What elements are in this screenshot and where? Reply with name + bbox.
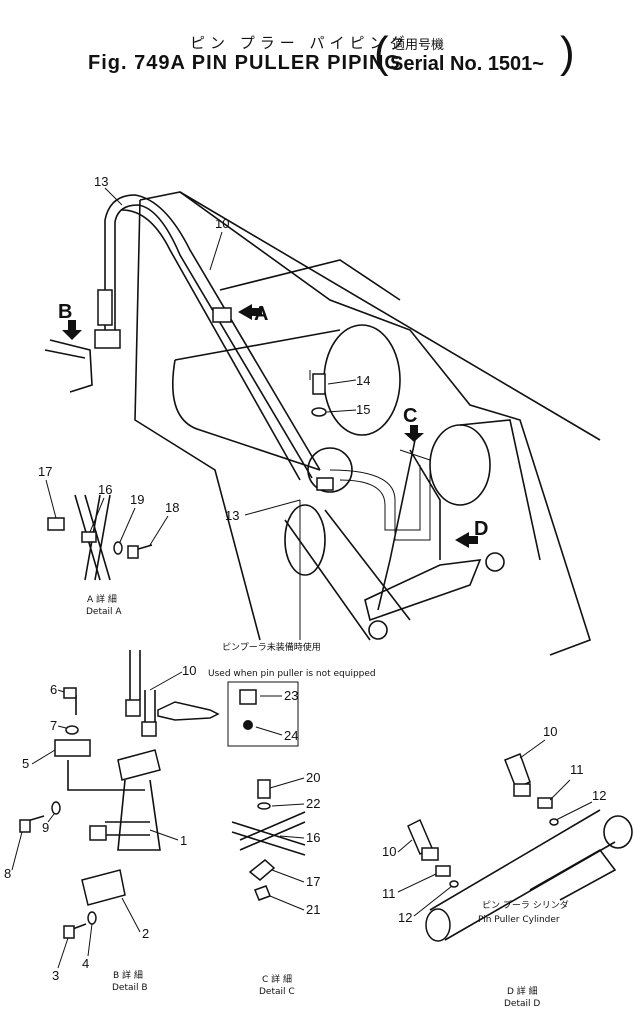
detail-a-caption-jp: A 詳 細 xyxy=(87,593,117,605)
arrow-d-icon xyxy=(455,532,478,548)
serial-number: Serial No. 1501~ xyxy=(390,53,544,75)
not-equipped-box xyxy=(227,681,299,747)
plug-part xyxy=(243,720,253,730)
serial-japanese: 適用号機 xyxy=(392,38,445,53)
detail-d-caption: Detail D xyxy=(504,999,540,1009)
callout-23: 23 xyxy=(284,688,298,703)
callout-9: 9 xyxy=(42,820,49,835)
detail-b xyxy=(19,650,220,939)
callout-12-detail-d-bottom: 12 xyxy=(398,910,412,925)
detail-d-caption-jp: D 詳 細 xyxy=(507,985,538,997)
view-arrows xyxy=(62,304,478,548)
detail-c-caption-jp: C 詳 細 xyxy=(262,973,292,985)
view-label-d: D xyxy=(474,518,488,540)
callout-16-detail-a: 16 xyxy=(98,482,112,497)
view-label-a: A xyxy=(254,303,268,325)
callout-19: 19 xyxy=(130,492,144,507)
boom-structure xyxy=(134,191,601,656)
cylinder-label: Pin Puller Cylinder xyxy=(478,915,560,925)
callout-1: 1 xyxy=(180,833,187,848)
callout-11-detail-d-top: 11 xyxy=(570,762,584,777)
callout-22: 22 xyxy=(306,796,320,811)
detail-b-caption-jp: B 詳 細 xyxy=(113,969,143,981)
callout-3: 3 xyxy=(52,968,59,983)
callout-6: 6 xyxy=(50,682,57,697)
callout-8: 8 xyxy=(4,866,11,881)
detail-d xyxy=(407,753,633,942)
callout-10-top: 10 xyxy=(215,216,229,231)
title-japanese: ピン プラー パイピング xyxy=(190,34,410,52)
callout-10-detail-d-top: 10 xyxy=(543,724,557,739)
arrow-a-icon xyxy=(238,304,262,320)
left-paren: ( xyxy=(374,28,389,77)
arrow-b-icon xyxy=(62,320,82,340)
detail-c xyxy=(231,779,306,901)
not-equipped-note: Used when pin puller is not equipped xyxy=(208,669,376,679)
callout-24: 24 xyxy=(284,728,298,743)
callout-18: 18 xyxy=(165,500,179,515)
callout-10-detail-b: 10 xyxy=(182,663,196,678)
page-title: Fig. 749A PIN PULLER PIPING xyxy=(88,52,401,74)
callout-7: 7 xyxy=(50,718,57,733)
callout-4: 4 xyxy=(82,956,89,971)
callout-15: 15 xyxy=(356,402,370,417)
callout-17-detail-c: 17 xyxy=(306,874,320,889)
view-label-b: B xyxy=(58,301,72,323)
detail-b-caption: Detail B xyxy=(112,983,148,993)
callout-11-detail-d-bottom: 11 xyxy=(382,886,396,901)
callout-21: 21 xyxy=(306,902,320,917)
callout-5: 5 xyxy=(22,756,29,771)
hose-lines xyxy=(44,194,441,640)
callout-2: 2 xyxy=(142,926,149,941)
not-equipped-note-jp: ピンプーラ未装備時使用 xyxy=(222,641,321,653)
cap-part xyxy=(239,689,257,705)
callout-14: 14 xyxy=(356,373,370,388)
callout-20: 20 xyxy=(306,770,320,785)
cylinder-label-jp: ピン プーラ シリンダ xyxy=(482,899,569,911)
detail-c-caption: Detail C xyxy=(259,987,295,997)
callout-13-top: 13 xyxy=(94,174,108,189)
detail-a xyxy=(47,494,153,581)
view-label-c: C xyxy=(403,405,417,427)
callout-16-detail-c: 16 xyxy=(306,830,320,845)
callout-10-detail-d-bottom: 10 xyxy=(382,844,396,859)
callout-17-detail-a: 17 xyxy=(38,464,52,479)
callout-13-mid: 13 xyxy=(225,508,239,523)
detail-a-caption: Detail A xyxy=(86,607,122,617)
right-paren: ) xyxy=(560,28,575,77)
callout-12-detail-d-top: 12 xyxy=(592,788,606,803)
arrow-c-icon xyxy=(404,425,424,442)
